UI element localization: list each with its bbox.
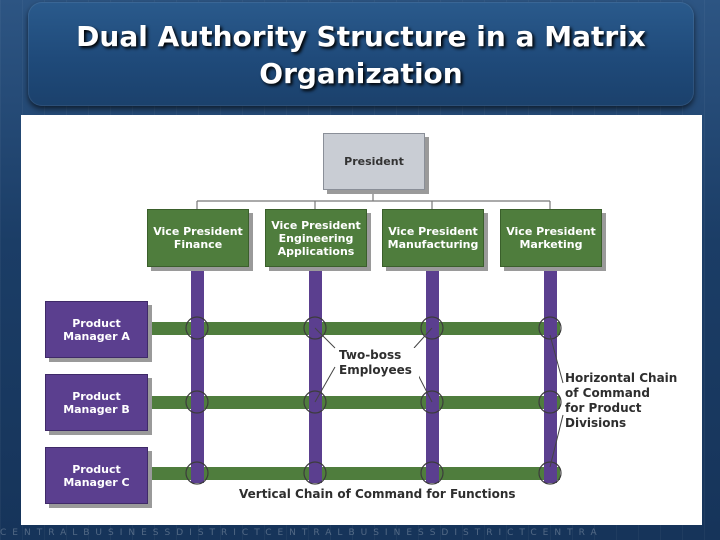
node-c-engineering bbox=[303, 461, 327, 485]
two-boss-line1: Two-boss bbox=[339, 348, 402, 362]
two-boss-label: Two-boss Employees bbox=[339, 348, 419, 378]
hierarchy-connectors bbox=[196, 190, 551, 209]
vertical-bar-manufacturing bbox=[426, 265, 439, 483]
vp-finance-line2: Finance bbox=[173, 238, 223, 251]
horizontal-chain-line1: Horizontal Chain bbox=[565, 371, 678, 385]
node-a-marketing bbox=[538, 316, 562, 340]
slide-title: Dual Authority Structure in a Matrix Org… bbox=[76, 20, 646, 90]
vp-manufacturing-line2: Manufacturing bbox=[387, 238, 479, 251]
product-manager-c-line1: Product bbox=[72, 462, 121, 476]
vp-manufacturing-box: Vice President Manufacturing bbox=[382, 209, 484, 267]
matrix-grid bbox=[148, 190, 564, 485]
pointer-two-boss-upper-right bbox=[413, 327, 433, 349]
vp-marketing-line1: Vice President bbox=[506, 225, 596, 238]
horizontal-bar-b bbox=[148, 396, 560, 409]
title-panel bbox=[28, 2, 694, 106]
horizontal-bars bbox=[148, 322, 560, 480]
vertical-bar-finance bbox=[191, 265, 204, 483]
two-boss-line2: Employees bbox=[339, 363, 412, 377]
vp-marketing-box: Vice President Marketing bbox=[500, 209, 602, 267]
product-manager-c-box: Product Manager C bbox=[45, 447, 148, 504]
node-b-manufacturing bbox=[420, 390, 444, 414]
vp-engineering-box: Vice President Engineering Applications bbox=[265, 209, 367, 267]
horizontal-chain-line2: of Command bbox=[565, 386, 650, 400]
president-box: President bbox=[323, 133, 425, 190]
node-c-finance bbox=[185, 461, 209, 485]
vertical-bars bbox=[191, 265, 557, 483]
product-manager-b-line2: Manager B bbox=[63, 402, 130, 416]
node-a-engineering bbox=[303, 316, 327, 340]
product-manager-b-box: Product Manager B bbox=[45, 374, 148, 431]
horizontal-chain-line3: for Product bbox=[565, 401, 642, 415]
intersection-circles bbox=[185, 316, 562, 485]
vp-finance-box: Vice President Finance bbox=[147, 209, 249, 267]
pointer-horizontal-lower bbox=[549, 414, 564, 468]
horizontal-chain-line4: Divisions bbox=[565, 416, 627, 430]
vp-engineering-line3: Applications bbox=[277, 244, 355, 258]
product-manager-a-line2: Manager A bbox=[63, 329, 130, 343]
footer-watermark: CENTRALBUSINESSDISTRICTCENTRALBUSINESSDI… bbox=[0, 528, 603, 538]
horizontal-chain-label: Horizontal Chain of Command for Product … bbox=[565, 371, 695, 431]
vertical-bar-engineering bbox=[309, 265, 322, 483]
pointer-horizontal-upper bbox=[549, 334, 564, 384]
vp-finance-line1: Vice President bbox=[153, 225, 243, 238]
vp-engineering-line2: Engineering bbox=[278, 231, 354, 245]
node-b-engineering bbox=[303, 390, 327, 414]
node-a-manufacturing bbox=[420, 316, 444, 340]
node-c-marketing bbox=[538, 461, 562, 485]
org-chart-canvas: President Vice President Finance Vice Pr… bbox=[21, 115, 702, 525]
product-manager-a-line1: Product bbox=[72, 316, 121, 330]
node-a-finance bbox=[185, 316, 209, 340]
product-manager-b-line1: Product bbox=[72, 389, 121, 403]
president-label: President bbox=[344, 155, 404, 168]
vertical-chain-label: Vertical Chain of Command for Functions bbox=[239, 487, 516, 501]
horizontal-bar-c bbox=[148, 467, 560, 480]
vertical-bar-marketing bbox=[544, 265, 557, 483]
vp-engineering-line1: Vice President bbox=[271, 218, 361, 232]
node-b-finance bbox=[185, 390, 209, 414]
node-b-marketing bbox=[538, 390, 562, 414]
horizontal-bar-a bbox=[148, 322, 560, 335]
product-manager-a-box: Product Manager A bbox=[45, 301, 148, 358]
vp-marketing-line2: Marketing bbox=[519, 238, 583, 251]
pointer-two-boss-lower bbox=[314, 366, 336, 403]
pointer-two-boss-upper bbox=[314, 327, 336, 349]
vp-manufacturing-line1: Vice President bbox=[388, 225, 478, 238]
horizontal-chain-pointers bbox=[549, 334, 564, 468]
product-manager-c-line2: Manager C bbox=[63, 475, 130, 489]
node-c-manufacturing bbox=[420, 461, 444, 485]
